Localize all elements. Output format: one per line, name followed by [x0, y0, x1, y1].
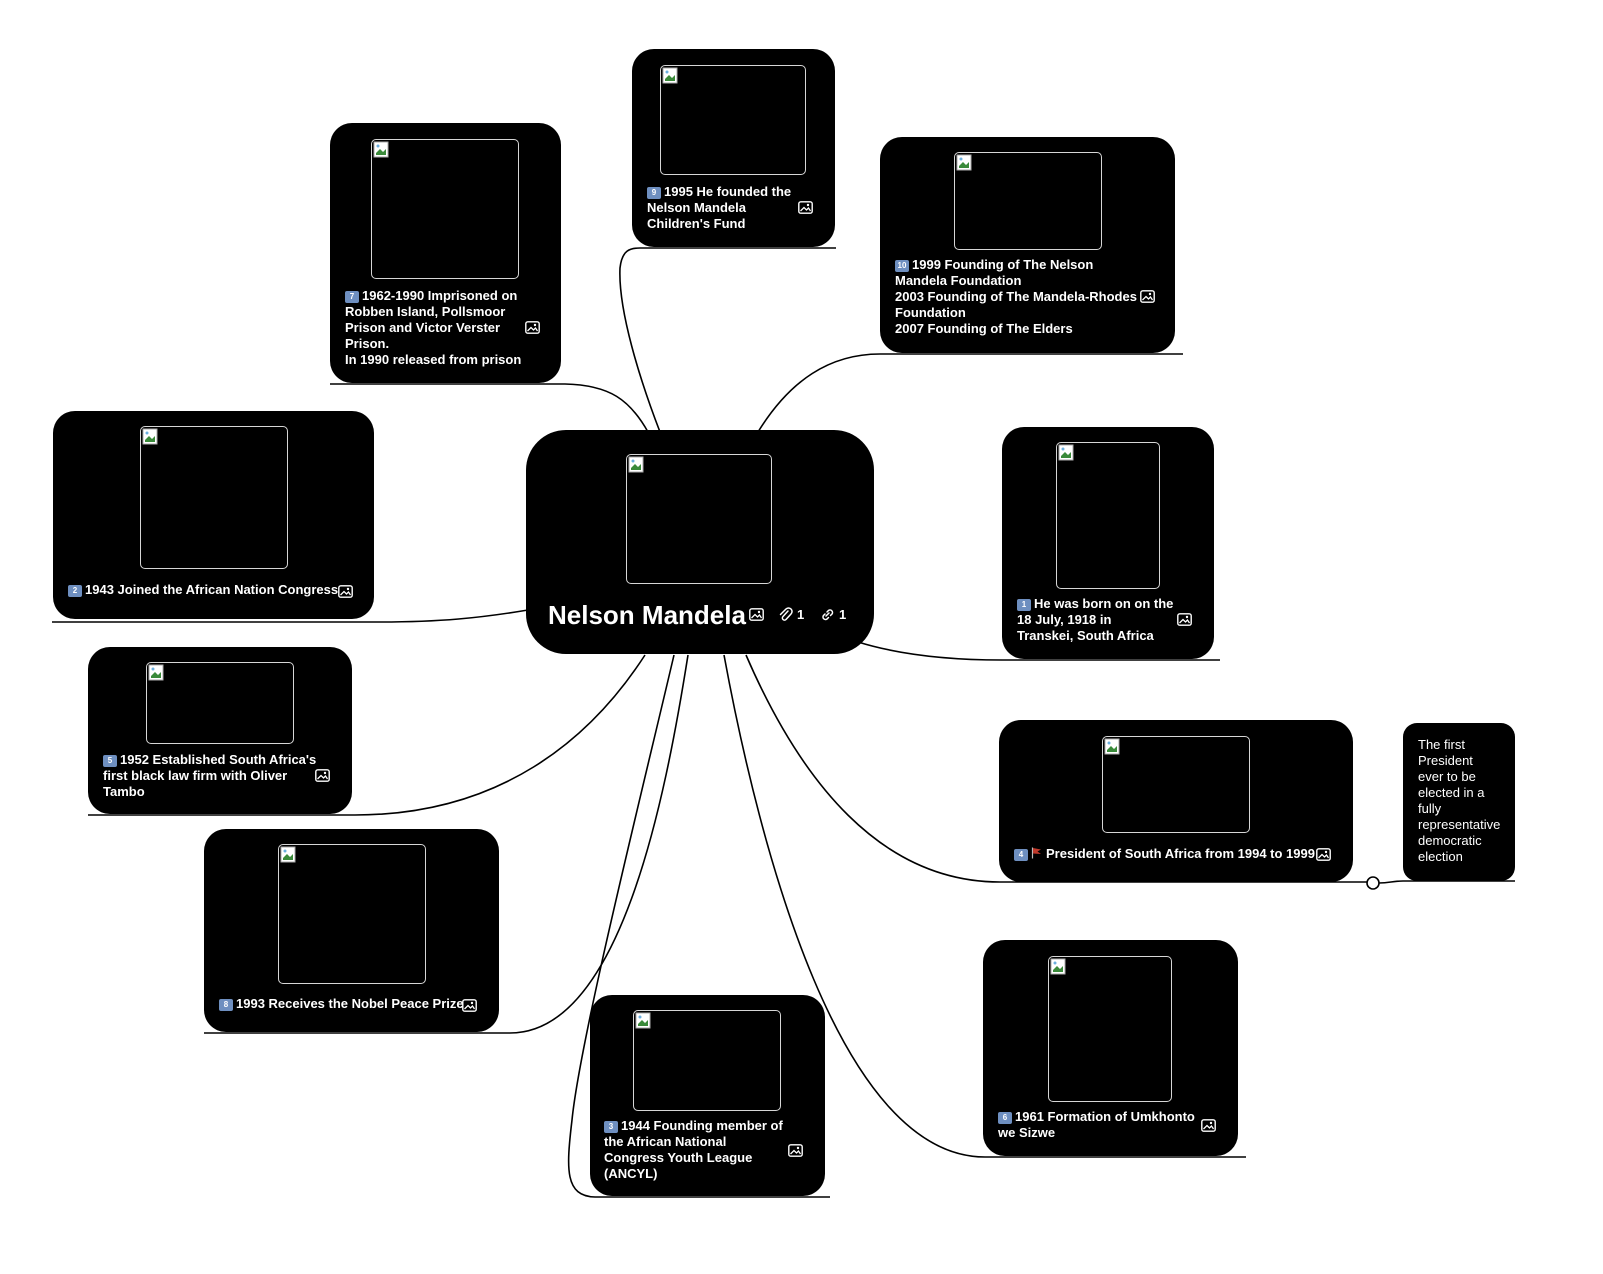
- broken-image-icon: [280, 846, 296, 863]
- number-badge: 4: [1014, 849, 1028, 861]
- paperclip-icon: [779, 607, 793, 621]
- node-image: [278, 844, 426, 984]
- edge-born: [857, 641, 1220, 661]
- broken-image-icon: [662, 67, 678, 84]
- image-icon[interactable]: [1316, 848, 1331, 861]
- node-image: [660, 65, 806, 175]
- edge-note: [1378, 880, 1515, 884]
- broken-image-icon: [628, 456, 644, 473]
- node-image: [1056, 442, 1160, 589]
- broken-image-icon: [635, 1012, 651, 1029]
- broken-image-icon: [142, 428, 158, 445]
- note-connector-handle: [1366, 876, 1380, 890]
- number-badge: 2: [68, 585, 82, 597]
- image-icon[interactable]: [338, 585, 353, 598]
- edge-nobel: [204, 654, 689, 1034]
- number-badge: 7: [345, 291, 359, 303]
- attachment-indicator[interactable]: 1: [778, 607, 804, 622]
- node-image: [954, 152, 1102, 250]
- edge-lawfirm: [88, 654, 646, 816]
- number-badge: 3: [604, 1121, 618, 1133]
- number-badge: 5: [103, 755, 117, 767]
- broken-image-icon: [956, 154, 972, 171]
- image-icon[interactable]: [315, 769, 330, 782]
- link-indicator[interactable]: 1: [820, 607, 846, 622]
- edge-anc: [52, 609, 529, 623]
- broken-image-icon: [148, 664, 164, 681]
- attachment-count: 1: [797, 607, 805, 622]
- edge-umkhonto: [723, 654, 1246, 1158]
- node-image: [1102, 736, 1250, 833]
- node-image: [371, 139, 519, 279]
- image-icon[interactable]: [1140, 290, 1155, 303]
- image-icon[interactable]: [525, 321, 540, 334]
- edge-president: [745, 654, 1367, 883]
- note-first-president[interactable]: The first President ever to be elected i…: [1403, 723, 1515, 881]
- number-badge: 6: [998, 1112, 1012, 1124]
- link-icon: [822, 609, 834, 621]
- number-badge: 10: [895, 260, 909, 272]
- image-icon[interactable]: [1201, 1119, 1216, 1132]
- node-image: [633, 1010, 781, 1111]
- link-count: 1: [839, 607, 847, 622]
- broken-image-icon: [1104, 738, 1120, 755]
- image-icon[interactable]: [788, 1144, 803, 1157]
- node-image: [146, 662, 294, 744]
- edge-childfund: [619, 247, 836, 433]
- number-badge: 9: [647, 187, 661, 199]
- central-node[interactable]: Nelson Mandela 1 1: [526, 430, 874, 654]
- broken-image-icon: [1058, 444, 1074, 461]
- number-badge: 8: [219, 999, 233, 1011]
- node-image: [1048, 956, 1172, 1102]
- image-icon[interactable]: [462, 999, 477, 1012]
- node-image: [140, 426, 288, 569]
- broken-image-icon: [1050, 958, 1066, 975]
- broken-image-icon: [373, 141, 389, 158]
- edge-ancyl: [567, 654, 830, 1198]
- image-icon[interactable]: [1177, 613, 1192, 626]
- number-badge: 1: [1017, 599, 1031, 611]
- edge-prison: [330, 383, 649, 433]
- central-title: Nelson Mandela: [548, 600, 746, 630]
- edge-foundation: [757, 353, 1183, 433]
- flag-icon: [1031, 847, 1041, 859]
- image-icon[interactable]: [798, 201, 813, 214]
- image-icon[interactable]: [749, 608, 764, 621]
- central-image: [626, 454, 772, 584]
